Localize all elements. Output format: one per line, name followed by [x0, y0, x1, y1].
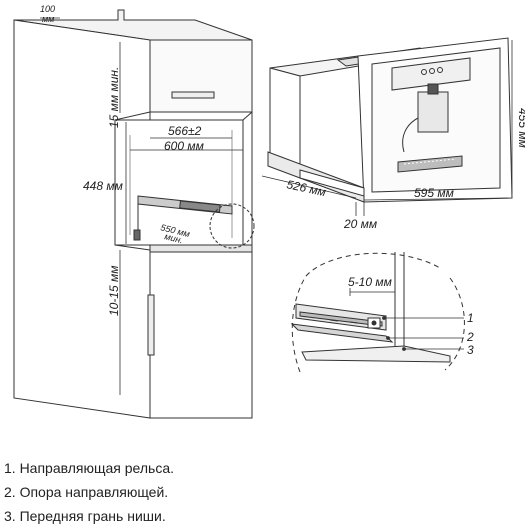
top-door	[149, 39, 253, 113]
legend-item-3: 3. Передняя грань ниши.	[4, 508, 166, 524]
width-inner-label: 566±2	[168, 124, 202, 138]
bottom-door-handle	[147, 294, 155, 356]
gap-top-label: 15 мм мин.	[107, 67, 121, 128]
unit-width-label: 595 мм	[414, 186, 454, 200]
unit-height-label: 455 мм	[516, 108, 525, 148]
callout-1: 1	[467, 311, 474, 325]
top-margin-label: 100	[40, 4, 55, 14]
niche-height-label: 448 мм	[83, 179, 123, 193]
callout-2: 2	[466, 330, 474, 344]
appliance-drawing	[267, 37, 513, 203]
bottom-door	[149, 251, 253, 419]
panel-depth-label: 20 мм	[343, 217, 377, 231]
detail-dimension-lines	[349, 288, 464, 351]
rail-offset-label: 5-10 мм	[348, 275, 392, 289]
guide-rail	[133, 195, 233, 241]
appliance-dimension-lines	[261, 40, 513, 216]
legend-item-2: 2. Опора направляющей.	[4, 484, 169, 500]
cabinet-dimension-lines	[40, 17, 243, 395]
depth-min-note: мин.	[164, 231, 185, 245]
top-margin-unit: мм	[42, 14, 54, 24]
callout-3: 3	[467, 343, 474, 357]
rail-detail-view	[290, 252, 465, 373]
gap-bottom-label: 10-15 мм	[107, 266, 121, 316]
cabinet-drawing	[13, 9, 255, 419]
width-outer-label: 600 мм	[164, 139, 204, 153]
detail-arc	[291, 252, 465, 373]
drip-tray	[397, 155, 463, 173]
legend-item-1: 1. Направляющая рельса.	[4, 460, 175, 476]
detail-marker	[209, 203, 255, 249]
legend: 1. Направляющая рельса. 2. Опора направл…	[4, 456, 519, 528]
control-panel	[391, 57, 471, 91]
dispenser	[417, 91, 449, 133]
niche-shelf	[149, 244, 253, 253]
top-door-handle	[171, 91, 215, 99]
